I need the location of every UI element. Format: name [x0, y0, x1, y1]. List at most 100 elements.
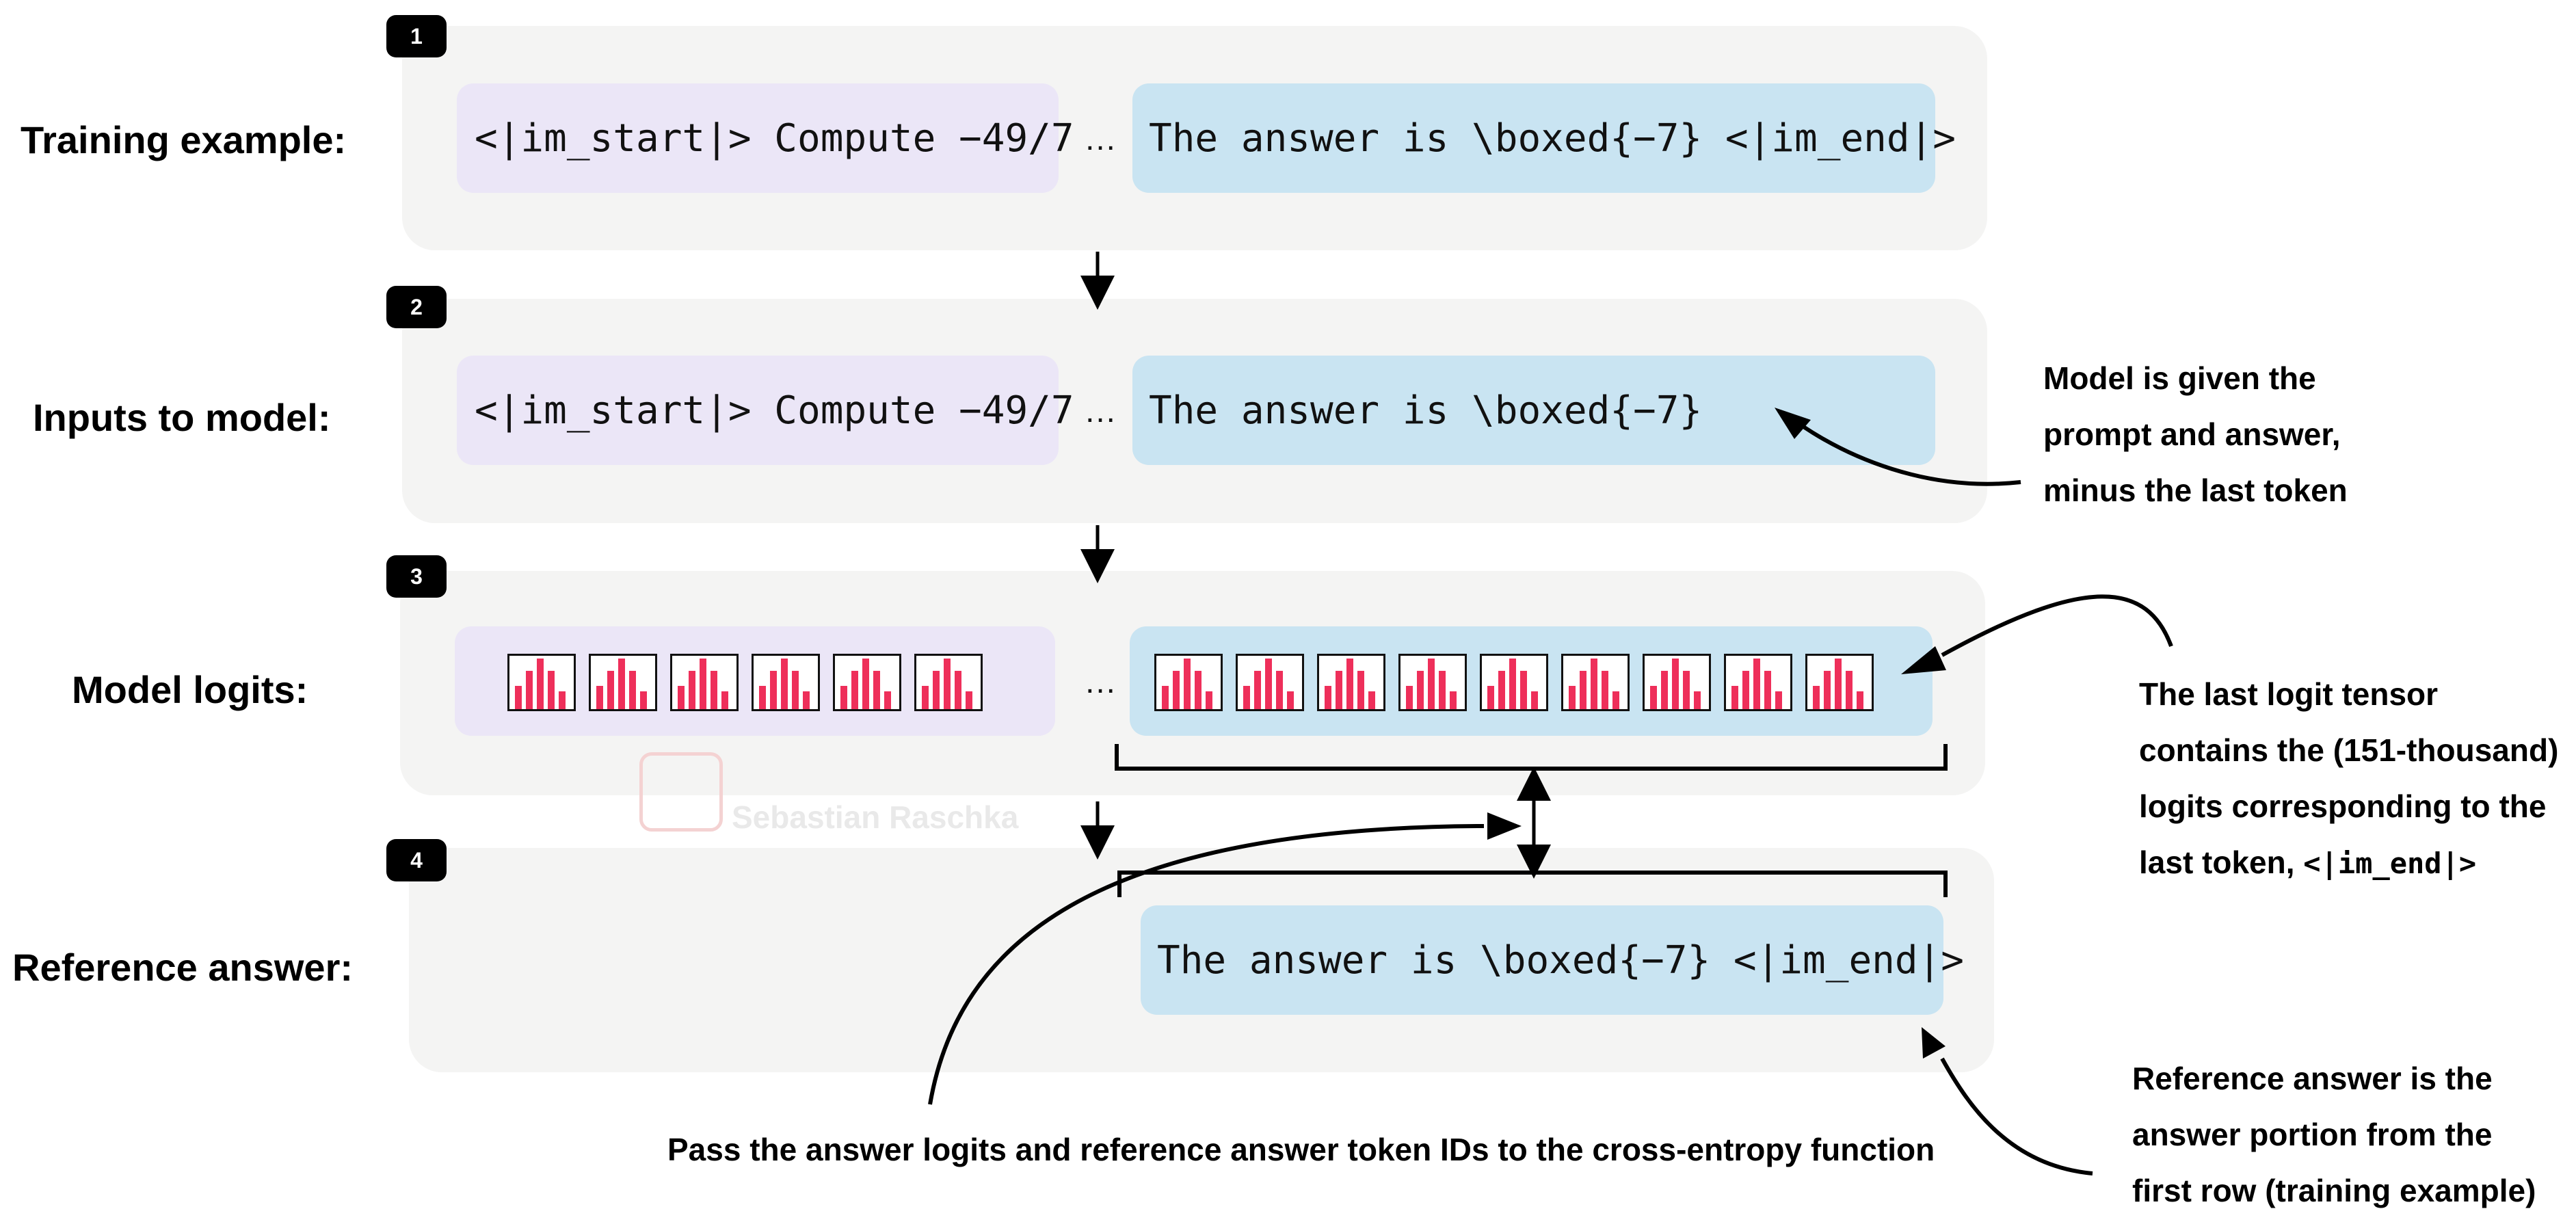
- logit-bar: [1243, 686, 1250, 709]
- annotation-model-given-line-3: minus the last token: [2043, 473, 2348, 508]
- prompt-logit-histogram-icon: [589, 654, 657, 711]
- logit-bar: [803, 691, 810, 709]
- logit-bar: [1813, 686, 1820, 709]
- step-badge-4: 4: [386, 839, 447, 881]
- annotation-reference: Reference answer is the answer portion f…: [2132, 1050, 2536, 1219]
- logit-bar: [1742, 671, 1749, 709]
- annotation-last-logit-line-1: The last logit tensor: [2139, 676, 2439, 712]
- logit-bar: [1346, 659, 1353, 709]
- annotation-last-logit-line-2: contains the (151-thousand): [2139, 732, 2559, 768]
- logit-bar: [1276, 671, 1283, 709]
- prompt-logit-histogram-icon: [833, 654, 901, 711]
- row4-answer-box: The answer is \boxed{−7} <|im_end|>: [1141, 905, 1964, 1015]
- logit-bar: [1531, 691, 1538, 709]
- annotation-last-logit-line-3: logits corresponding to the: [2139, 788, 2547, 824]
- logit-bar: [1672, 659, 1679, 709]
- answer-logit-histogram-icon: [1236, 654, 1304, 711]
- answer-logit-histogram-icon: [1317, 654, 1385, 711]
- answer-logit-histogram-icon: [1154, 654, 1223, 711]
- row1-prompt-box: <|im_start|> Compute −49/7: [457, 83, 1074, 193]
- logit-bar: [640, 691, 647, 709]
- logit-bar: [1612, 691, 1619, 709]
- logit-bar: [1824, 671, 1831, 709]
- annotation-cross-entropy: Pass the answer logits and reference ans…: [667, 1121, 1935, 1178]
- row1-ellipsis: …: [1084, 121, 1117, 157]
- row1-answer-box: The answer is \boxed{−7} <|im_end|>: [1132, 83, 1956, 193]
- annotation-reference-line-2: answer portion from the: [2132, 1117, 2493, 1152]
- logit-bar: [1731, 686, 1738, 709]
- logit-bar: [689, 671, 695, 709]
- reference-bracket: [1117, 871, 1948, 897]
- logit-bar: [1406, 686, 1413, 709]
- curve-last-logit: [1941, 594, 2173, 657]
- logit-bar: [862, 659, 869, 709]
- watermark-logo-icon: [639, 752, 723, 832]
- row2-ellipsis: …: [1084, 393, 1117, 429]
- logit-bar: [1580, 671, 1586, 709]
- annotation-model-given-line-1: Model is given the: [2043, 360, 2316, 396]
- annotation-model-given: Model is given the prompt and answer, mi…: [2043, 350, 2348, 518]
- logit-bar: [515, 686, 522, 709]
- logit-bar: [922, 686, 929, 709]
- logit-bar: [1265, 659, 1272, 709]
- logit-bar: [1173, 671, 1180, 709]
- logit-bar: [1857, 691, 1863, 709]
- logit-bar: [1591, 659, 1597, 709]
- logit-bar: [851, 671, 858, 709]
- logit-bar: [700, 659, 706, 709]
- logit-bar: [1835, 659, 1842, 709]
- logit-bar: [618, 659, 625, 709]
- logit-bar: [873, 671, 880, 709]
- logit-bar: [1254, 671, 1261, 709]
- logit-bar: [596, 686, 603, 709]
- row-label-inputs-to-model: Inputs to model:: [33, 396, 331, 439]
- answer-logit-histogram-icon: [1643, 654, 1711, 711]
- logit-bar: [1509, 659, 1516, 709]
- logit-bar: [1450, 691, 1457, 709]
- logit-bar: [1650, 686, 1657, 709]
- logit-bar: [1439, 671, 1446, 709]
- logit-bar: [1775, 691, 1782, 709]
- watermark: Sebastian Raschka: [732, 799, 1019, 835]
- curve-reference: [1940, 1057, 2093, 1175]
- logit-bar: [1206, 691, 1212, 709]
- annotation-last-logit-tail: last token,: [2139, 845, 2304, 880]
- curve-reference-head: [1922, 1027, 1946, 1059]
- logit-bar: [1287, 691, 1294, 709]
- logit-bar: [711, 671, 717, 709]
- row2-answer-box: The answer is \boxed{−7}: [1132, 356, 1935, 465]
- answer-logit-histogram-icon: [1480, 654, 1548, 711]
- prompt-logit-histogram-icon: [670, 654, 739, 711]
- annotation-reference-line-3: first row (training example): [2132, 1173, 2536, 1208]
- logit-bar: [1357, 671, 1364, 709]
- curve-last-logit-head: [1901, 646, 1946, 674]
- logit-bar: [629, 671, 636, 709]
- logit-bar: [1753, 659, 1760, 709]
- row2-prompt-box: <|im_start|> Compute −49/7: [457, 356, 1074, 465]
- step-badge-3: 3: [386, 555, 447, 598]
- logit-bar: [678, 686, 685, 709]
- logit-bar: [1195, 671, 1201, 709]
- logit-bar: [1683, 671, 1690, 709]
- logit-bar: [781, 659, 788, 709]
- logit-bar: [884, 691, 891, 709]
- logit-bar: [933, 671, 940, 709]
- logit-bar: [1498, 671, 1505, 709]
- answer-logit-histogram-icon: [1561, 654, 1630, 711]
- row3-ellipsis: …: [1084, 664, 1117, 700]
- step-badge-2: 2: [386, 286, 447, 328]
- annotation-last-logit-line-4: last token, <|im_end|>: [2139, 834, 2558, 892]
- answer-logit-histogram-icon: [1724, 654, 1792, 711]
- row2-answer-text: The answer is \boxed{−7}: [1149, 388, 1703, 433]
- prompt-logit-histogram-icon: [507, 654, 576, 711]
- curve-cross-entropy: [928, 824, 1485, 1105]
- logit-bar: [559, 691, 566, 709]
- logit-bar: [1602, 671, 1608, 709]
- annotation-cross-entropy-text: Pass the answer logits and reference ans…: [667, 1132, 1935, 1167]
- row-label-reference-answer: Reference answer:: [12, 946, 354, 989]
- logit-bar: [1417, 671, 1424, 709]
- logit-bar: [721, 691, 728, 709]
- logits-bracket: [1115, 744, 1948, 771]
- annotation-last-logit: The last logit tensor contains the (151-…: [2139, 666, 2558, 892]
